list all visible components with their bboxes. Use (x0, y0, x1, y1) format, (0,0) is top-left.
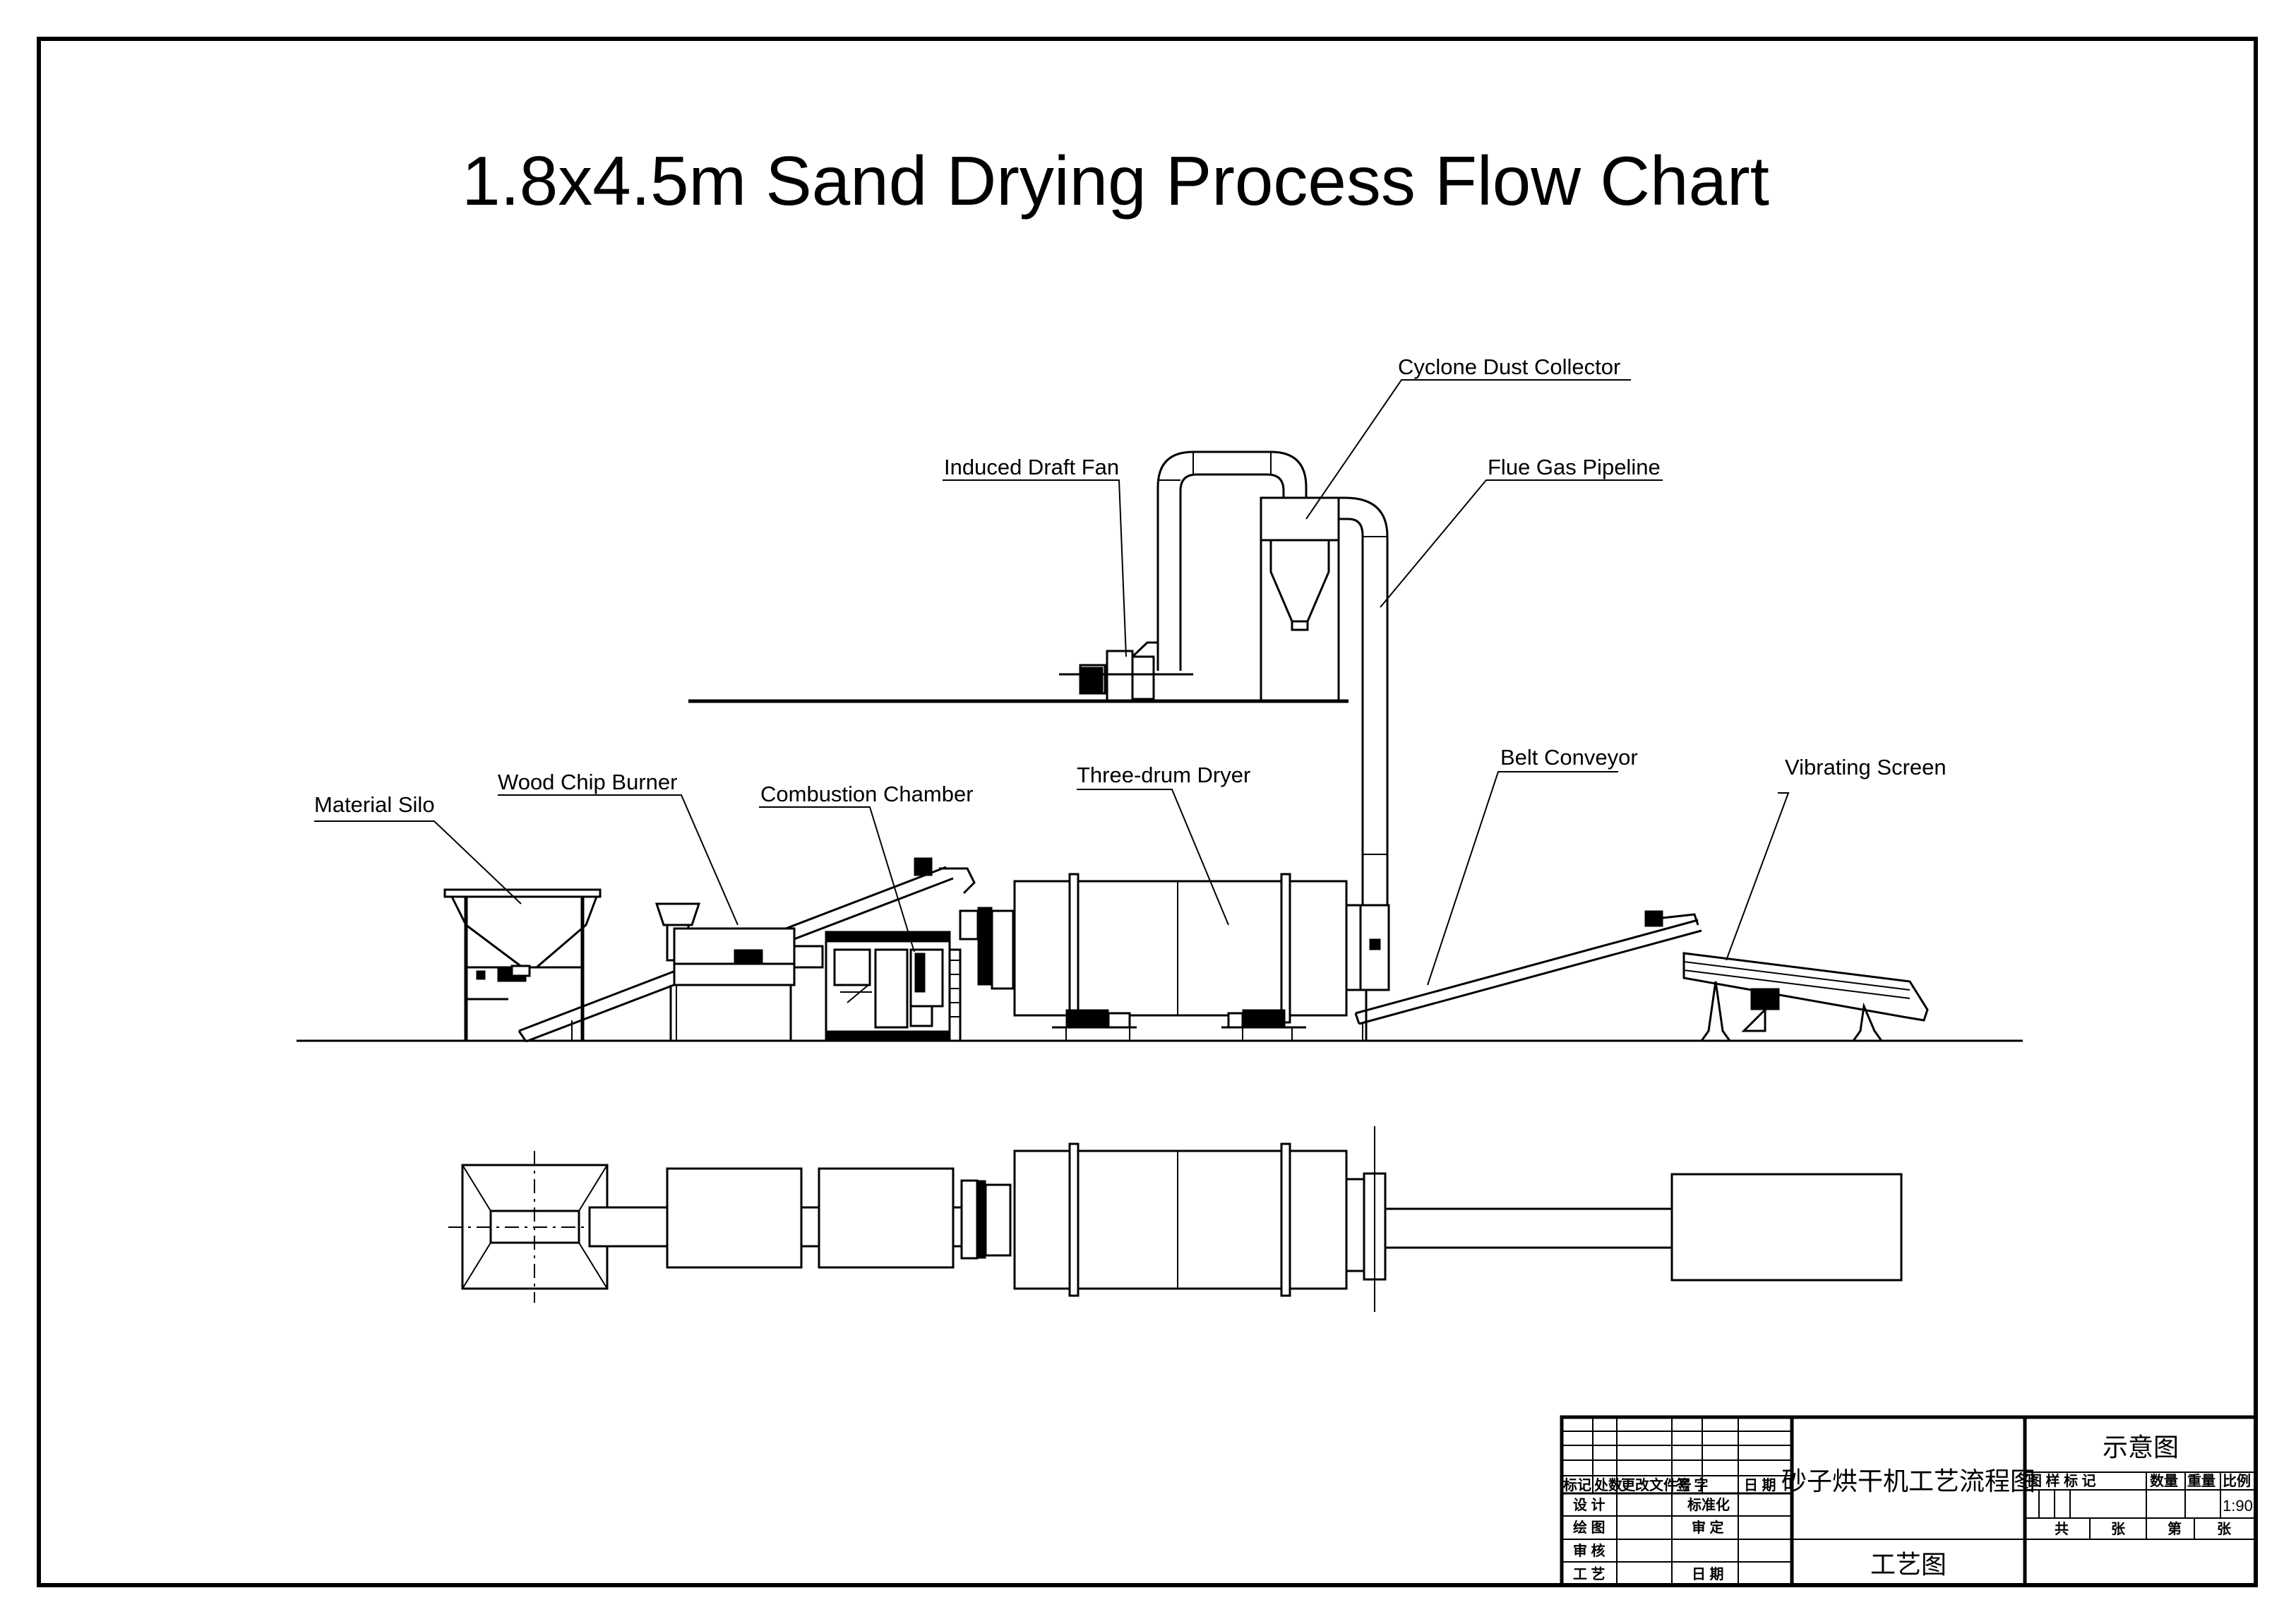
induced-draft-fan (1059, 641, 1193, 702)
flue-gas-pipeline (1339, 496, 1389, 905)
label-screen: Vibrating Screen (1785, 755, 1947, 780)
chamber-leader (759, 806, 915, 953)
tb-unit2: 张 (2217, 1521, 2232, 1537)
duct-fan-to-cyclone (1156, 450, 1308, 671)
label-cyclone: Cyclone Dust Collector (1398, 354, 1620, 379)
label-fan: Induced Draft Fan (944, 455, 1119, 479)
tb-rev-date: 日 期 (1744, 1477, 1776, 1493)
tb-row-date: 日 期 (1692, 1566, 1724, 1582)
tb-weight: 重量 (2187, 1473, 2216, 1489)
tb-drawing-name: 砂子烘干机工艺流程图 (1781, 1467, 2035, 1496)
tb-rev-mark: 标记 (1563, 1477, 1591, 1493)
chart-title: 1.8x4.5m Sand Drying Process Flow Chart (462, 142, 1769, 220)
cyclone-dust-collector (1260, 496, 1340, 701)
tb-total: 共 (2055, 1521, 2069, 1537)
plan-view (448, 1126, 1903, 1312)
tb-drawing-type: 工艺图 (1870, 1551, 1947, 1580)
belt-leader (1427, 771, 1618, 986)
burner-leader (498, 794, 739, 926)
label-chamber: Combustion Chamber (760, 782, 974, 806)
tb-scale: 1:90 (2223, 1497, 2253, 1515)
dryer-leader (1077, 789, 1229, 926)
tb-row-process: 工 艺 (1573, 1566, 1606, 1582)
label-silo: Material Silo (314, 792, 435, 817)
title-block: 标记 处数 更改文件号 签 字 日 期 设 计 标准化 绘 图 审 定 审 核 … (1560, 1415, 2258, 1587)
tb-rev-places: 处数 (1594, 1476, 1623, 1493)
vibrating-screen (1682, 952, 1929, 1042)
tb-row-draw: 绘 图 (1573, 1519, 1606, 1536)
material-silo (443, 888, 602, 1041)
tb-row-design: 设 计 (1573, 1497, 1606, 1513)
tb-rev-sign: 签 字 (1675, 1476, 1709, 1493)
tb-row-approve: 审 定 (1692, 1519, 1724, 1536)
tb-sketch: 示意图 (2103, 1433, 2179, 1462)
label-flue: Flue Gas Pipeline (1488, 455, 1661, 479)
dryer-feed-hood (959, 907, 1015, 990)
label-burner: Wood Chip Burner (498, 770, 677, 794)
flue-leader (1380, 479, 1663, 608)
tb-current: 第 (2168, 1520, 2182, 1537)
screen-leader (1726, 792, 1790, 961)
tb-sample-mark: 图 样 标 记 (2028, 1472, 2096, 1489)
tb-ratio: 比例 (2223, 1472, 2251, 1489)
tb-row-standard: 标准化 (1687, 1496, 1730, 1513)
silo-leader (314, 820, 522, 904)
fan-leader (943, 479, 1127, 657)
tb-row-check: 审 核 (1573, 1542, 1606, 1559)
drawing-frame (37, 37, 2258, 1587)
callouts: Cyclone Dust Collector Induced Draft Fan… (314, 354, 1947, 986)
combustion-chamber (825, 931, 962, 1042)
three-drum-dryer (1013, 873, 1348, 1041)
label-belt: Belt Conveyor (1500, 745, 1638, 770)
label-dryer: Three-drum Dryer (1077, 763, 1250, 787)
belt-conveyor (1354, 910, 1702, 1041)
wood-chip-burner (654, 902, 824, 1041)
tb-unit1: 张 (2111, 1521, 2126, 1537)
dryer-discharge-hood (1345, 904, 1390, 1041)
tb-rev-file: 更改文件号 (1621, 1476, 1692, 1493)
cyclone-leader (1305, 379, 1631, 520)
tb-quantity: 数量 (2150, 1472, 2178, 1489)
